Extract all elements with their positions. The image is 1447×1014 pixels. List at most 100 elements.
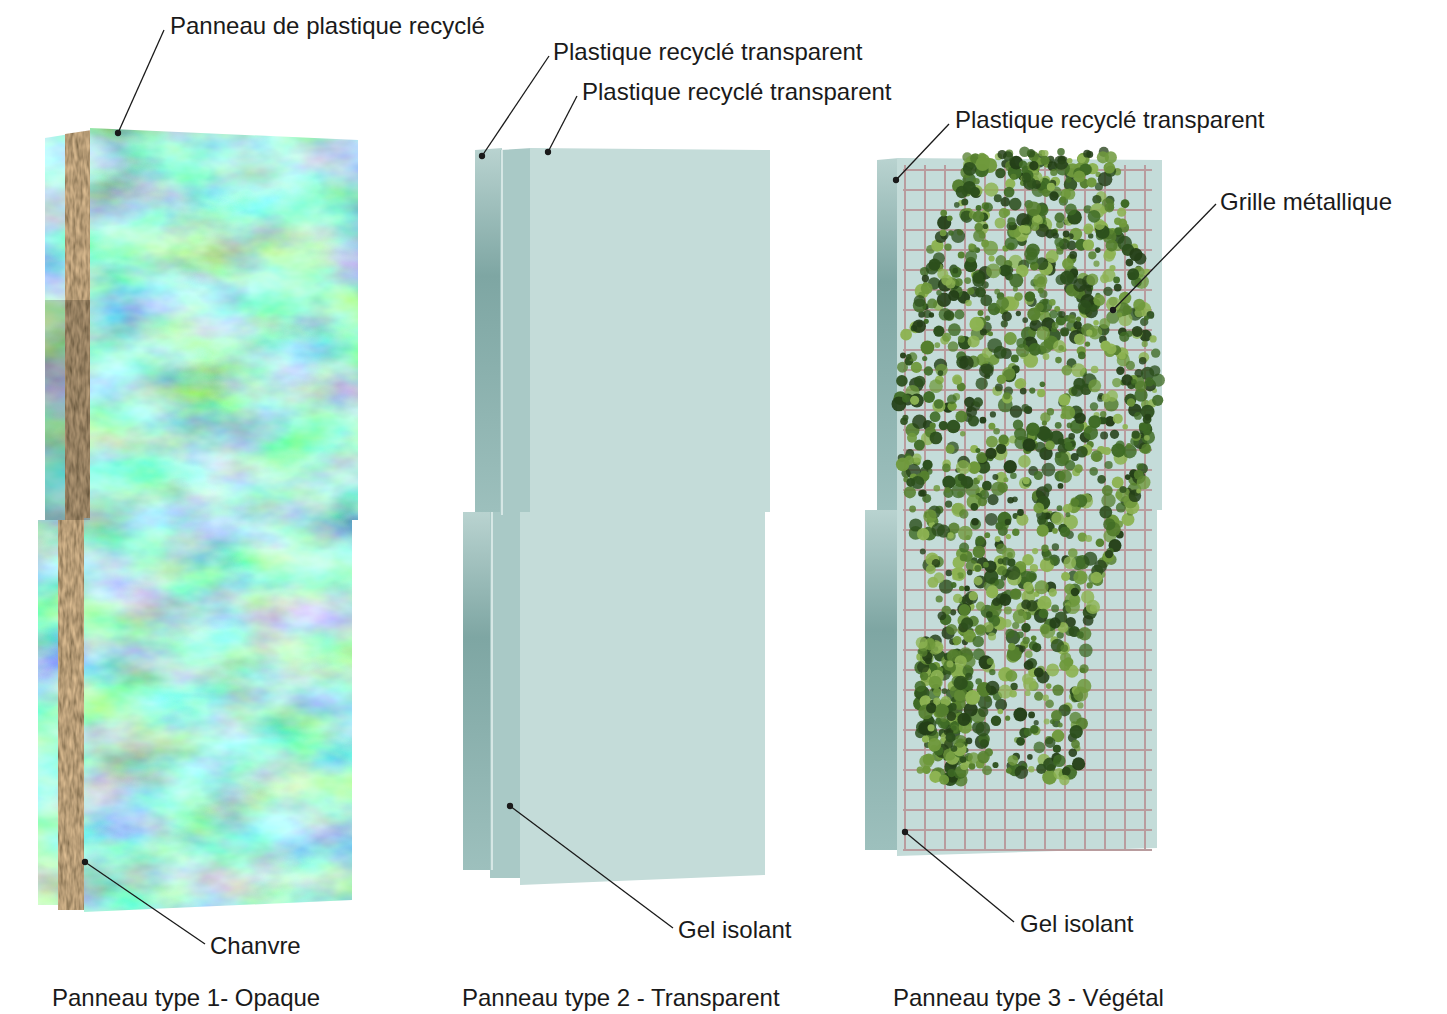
leaf bbox=[1013, 708, 1027, 722]
leaf bbox=[1133, 299, 1145, 311]
leaf bbox=[1122, 374, 1133, 385]
leaf bbox=[1126, 331, 1132, 337]
leaf bbox=[1062, 365, 1073, 376]
leaf bbox=[1042, 421, 1047, 426]
leaf bbox=[1052, 543, 1059, 550]
leaf bbox=[963, 162, 977, 176]
leaf bbox=[1132, 432, 1142, 442]
leaf bbox=[983, 562, 989, 568]
leaf bbox=[959, 604, 971, 616]
leaf bbox=[959, 356, 974, 371]
leaf bbox=[1041, 545, 1048, 552]
leaf bbox=[1016, 311, 1021, 316]
leaf bbox=[1029, 161, 1038, 170]
leaf bbox=[1117, 236, 1132, 251]
part-label: Plastique recyclé transparent bbox=[955, 106, 1265, 134]
leaf bbox=[1086, 274, 1098, 286]
leaf bbox=[1034, 668, 1044, 678]
leaf bbox=[1101, 493, 1115, 507]
leaf bbox=[1120, 486, 1127, 493]
leaf bbox=[1061, 405, 1066, 410]
leaf bbox=[942, 688, 948, 694]
leaf bbox=[1078, 300, 1092, 314]
leaf bbox=[1010, 472, 1017, 479]
leaf bbox=[1091, 366, 1099, 374]
leaf bbox=[1060, 327, 1069, 336]
leaf bbox=[952, 268, 958, 274]
leaf bbox=[1023, 477, 1030, 484]
leaf bbox=[951, 229, 965, 243]
leaf bbox=[953, 636, 962, 645]
leaf bbox=[1044, 484, 1053, 493]
leaf bbox=[965, 673, 972, 680]
leaf bbox=[968, 415, 979, 426]
leaf bbox=[974, 576, 983, 585]
leaf bbox=[991, 716, 1001, 726]
leaf bbox=[1122, 513, 1135, 526]
leader-line bbox=[1113, 204, 1216, 310]
leaf bbox=[1005, 629, 1014, 638]
leaf bbox=[952, 574, 958, 580]
leader-dot bbox=[508, 804, 513, 809]
leaf bbox=[934, 399, 944, 409]
leaf bbox=[968, 335, 980, 347]
leaf bbox=[920, 672, 928, 680]
leaf bbox=[1040, 381, 1046, 387]
leaf bbox=[1114, 284, 1122, 292]
leaf bbox=[952, 567, 966, 581]
leaf bbox=[1114, 218, 1121, 225]
leaf bbox=[1054, 155, 1069, 170]
leaf bbox=[1051, 710, 1062, 721]
leaf bbox=[1051, 605, 1059, 613]
leaf bbox=[922, 736, 929, 743]
leaf bbox=[906, 478, 915, 487]
leaf bbox=[1046, 663, 1059, 676]
leaf bbox=[960, 554, 968, 562]
leaf bbox=[1052, 322, 1059, 329]
leaf bbox=[1025, 291, 1036, 302]
leaf bbox=[911, 362, 922, 373]
leaf bbox=[971, 503, 979, 511]
layer-edge bbox=[501, 150, 503, 515]
leaf bbox=[1152, 395, 1163, 406]
leaf bbox=[946, 570, 953, 577]
front-layer bbox=[530, 148, 770, 512]
leaf bbox=[909, 506, 916, 513]
leaf bbox=[958, 526, 973, 541]
leaf bbox=[921, 721, 935, 735]
leaf bbox=[1083, 239, 1094, 250]
panel-transparent bbox=[463, 148, 770, 885]
leaf bbox=[1117, 312, 1122, 317]
leaf bbox=[996, 255, 1007, 266]
leaf bbox=[936, 243, 943, 250]
leaf bbox=[940, 230, 947, 237]
leaf bbox=[916, 637, 928, 649]
leaf bbox=[1003, 477, 1008, 482]
leaf bbox=[1028, 766, 1034, 772]
leaf bbox=[987, 494, 998, 505]
leaf bbox=[938, 611, 947, 620]
leaf bbox=[1028, 712, 1035, 719]
leaf bbox=[1018, 455, 1031, 468]
leaf bbox=[975, 448, 980, 453]
leaf bbox=[971, 518, 979, 526]
leaf bbox=[910, 394, 924, 408]
leaf bbox=[955, 278, 963, 286]
leaf bbox=[992, 762, 998, 768]
leaf bbox=[1008, 558, 1016, 566]
leaf bbox=[1008, 643, 1015, 650]
leaf bbox=[912, 319, 926, 333]
leaf bbox=[1090, 605, 1097, 612]
leaf bbox=[1010, 588, 1021, 599]
leaf bbox=[1090, 304, 1098, 312]
part-label: Plastique recyclé transparent bbox=[553, 38, 863, 66]
leaf bbox=[1086, 600, 1100, 614]
leaf bbox=[960, 431, 965, 436]
leaf bbox=[928, 738, 942, 752]
leaf bbox=[938, 370, 944, 376]
leaf bbox=[957, 713, 970, 726]
leaf bbox=[1110, 430, 1119, 439]
leaf bbox=[973, 397, 983, 407]
leaf bbox=[1099, 318, 1110, 329]
leaf bbox=[1074, 334, 1085, 345]
